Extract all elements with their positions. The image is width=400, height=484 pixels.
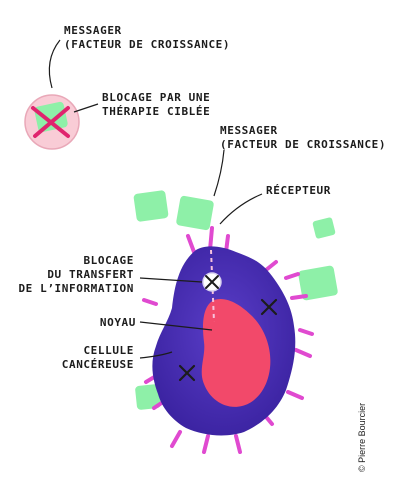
receptors bbox=[142, 226, 314, 454]
label-blocking-transfer-line2: DU TRANSFERT bbox=[47, 268, 134, 281]
label-nucleus-text: NOYAU bbox=[99, 316, 136, 329]
messenger-shape-3 bbox=[298, 265, 338, 301]
leader-line-nucleus bbox=[139, 321, 213, 331]
transfer-cross-icon bbox=[205, 275, 219, 289]
receptor-3 bbox=[264, 260, 278, 272]
label-blocking-transfer-line3: DE L’INFORMATION bbox=[18, 282, 134, 295]
receptor-15 bbox=[142, 298, 158, 306]
messenger-shape-4 bbox=[135, 384, 161, 410]
messenger-shape-receptor bbox=[176, 195, 214, 231]
label-messenger-top: MESSAGER (FACTEUR DE CROISSANCE) bbox=[64, 24, 230, 52]
blocked-messenger-shape bbox=[34, 101, 68, 133]
leader-line-therapy bbox=[73, 103, 99, 113]
messengers bbox=[133, 190, 338, 410]
label-blocking-transfer: BLOCAGE DU TRANSFERT DE L’INFORMATION bbox=[18, 254, 134, 296]
label-messenger-top-line2: (FACTEUR DE CROISSANCE) bbox=[64, 38, 231, 51]
label-cell-line1: CELLULE bbox=[83, 344, 134, 357]
label-messenger-mid-line1: MESSAGER bbox=[220, 124, 278, 137]
label-receptor-text: RÉCEPTEUR bbox=[266, 184, 332, 197]
receptor-11 bbox=[202, 434, 210, 454]
credit-text: © Pierre Bourcier bbox=[357, 402, 367, 472]
leader-line-receptor bbox=[219, 193, 263, 225]
label-blocking-therapy: BLOCAGE PAR UNE THÉRAPIE CIBLÉE bbox=[102, 91, 210, 119]
label-nucleus: NOYAU bbox=[100, 316, 136, 330]
therapy-cross-icon bbox=[31, 106, 70, 138]
label-messenger-top-line1: MESSAGER bbox=[64, 24, 122, 37]
leader-line-messenger-mid bbox=[213, 149, 225, 197]
leader-line-transfer bbox=[139, 277, 203, 283]
label-blocking-therapy-line2: THÉRAPIE CIBLÉE bbox=[102, 105, 211, 118]
receptor-main bbox=[208, 226, 214, 252]
receptor-6 bbox=[298, 328, 314, 336]
receptor-7 bbox=[294, 348, 312, 358]
label-blocking-transfer-line1: BLOCAGE bbox=[83, 254, 134, 267]
blocked-messenger bbox=[24, 94, 80, 150]
messenger-shape-1 bbox=[133, 190, 169, 222]
label-blocking-therapy-line1: BLOCAGE PAR UNE bbox=[102, 91, 211, 104]
receptor-8 bbox=[286, 390, 304, 400]
membrane-cross-icons bbox=[178, 298, 278, 382]
leader-line-messenger-top bbox=[48, 39, 61, 89]
leader-line-cell bbox=[139, 351, 173, 359]
receptor-5 bbox=[290, 294, 308, 300]
messenger-shape-2 bbox=[312, 217, 336, 239]
label-messenger-mid-line2: (FACTEUR DE CROISSANCE) bbox=[220, 138, 387, 151]
nucleus-shape bbox=[201, 298, 271, 407]
receptor-10 bbox=[234, 434, 242, 454]
receptor-12 bbox=[170, 430, 182, 448]
label-messenger-mid: MESSAGER (FACTEUR DE CROISSANCE) bbox=[220, 124, 386, 152]
label-cell-line2: CANCÉREUSE bbox=[61, 358, 134, 371]
label-receptor: RÉCEPTEUR bbox=[266, 184, 331, 198]
receptor-1 bbox=[186, 234, 196, 254]
label-cell: CELLULE CANCÉREUSE bbox=[62, 344, 134, 372]
receptor-4 bbox=[284, 272, 300, 280]
